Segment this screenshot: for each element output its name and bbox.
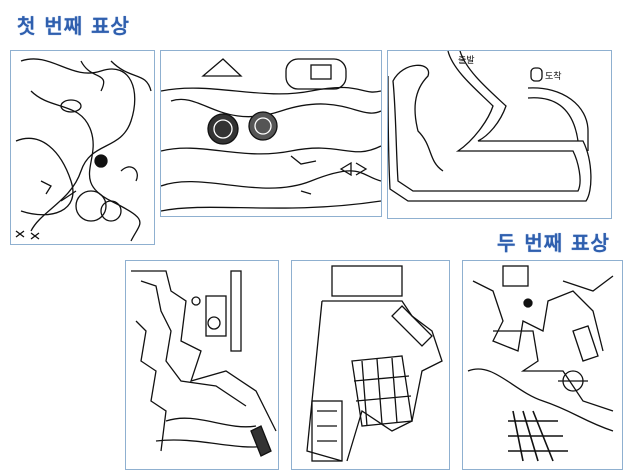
drawing-1-2	[160, 50, 382, 217]
drawing-2-3	[462, 260, 623, 470]
drawing-2-1	[125, 260, 279, 470]
second-representation-title: 두 번째 표상	[497, 231, 610, 255]
start-label: 출발	[458, 55, 475, 66]
first-representation-title: 첫 번째 표상	[17, 14, 130, 38]
drawing-1-1	[10, 50, 155, 245]
end-label: 도착	[545, 71, 562, 82]
drawing-2-2	[291, 260, 450, 470]
drawing-1-3: 출발 도착	[387, 50, 612, 219]
